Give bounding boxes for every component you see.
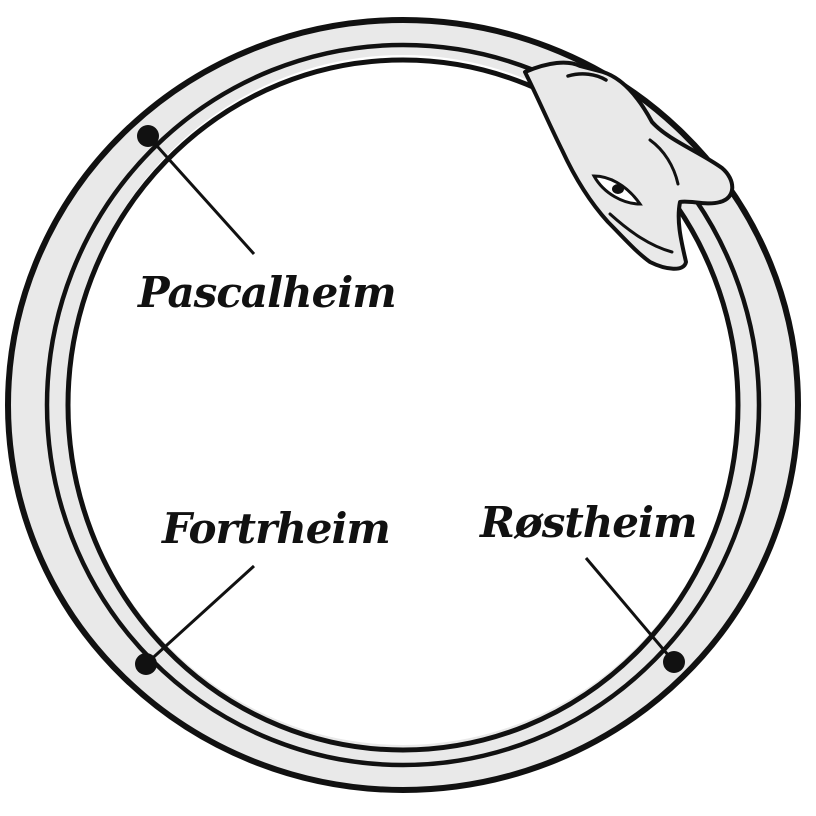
marker-fortrheim bbox=[135, 564, 256, 675]
serpent-inner-edge bbox=[65, 57, 741, 753]
serpent-brow-line bbox=[648, 138, 680, 186]
label-pascalheim: Pascalheim bbox=[137, 268, 396, 317]
serpent-jaw-line bbox=[608, 212, 674, 254]
place-labels: Pascalheim Fortrheim Røstheim bbox=[137, 268, 697, 553]
label-rostheim: Røstheim bbox=[479, 498, 696, 547]
leader-line-fortrheim bbox=[144, 564, 256, 666]
serpent-head-shape bbox=[523, 60, 735, 271]
marker-dot-rostheim bbox=[663, 651, 685, 673]
marker-dot-pascalheim bbox=[137, 125, 159, 147]
serpent-mid-line bbox=[44, 42, 762, 768]
place-markers bbox=[135, 125, 685, 675]
marker-rostheim bbox=[584, 557, 685, 673]
leader-line-rostheim bbox=[584, 557, 676, 663]
serpent-head bbox=[523, 60, 735, 271]
serpent-nostril-ridge bbox=[566, 72, 608, 82]
marker-pascalheim bbox=[137, 125, 256, 256]
leader-line-pascalheim bbox=[146, 134, 256, 256]
serpent-body-band bbox=[8, 20, 799, 790]
marker-dot-fortrheim bbox=[135, 653, 157, 675]
serpent-body bbox=[5, 17, 801, 793]
serpent-eye-icon bbox=[591, 174, 643, 206]
serpent-outer-edge bbox=[5, 17, 801, 793]
label-fortrheim: Fortrheim bbox=[161, 504, 390, 553]
